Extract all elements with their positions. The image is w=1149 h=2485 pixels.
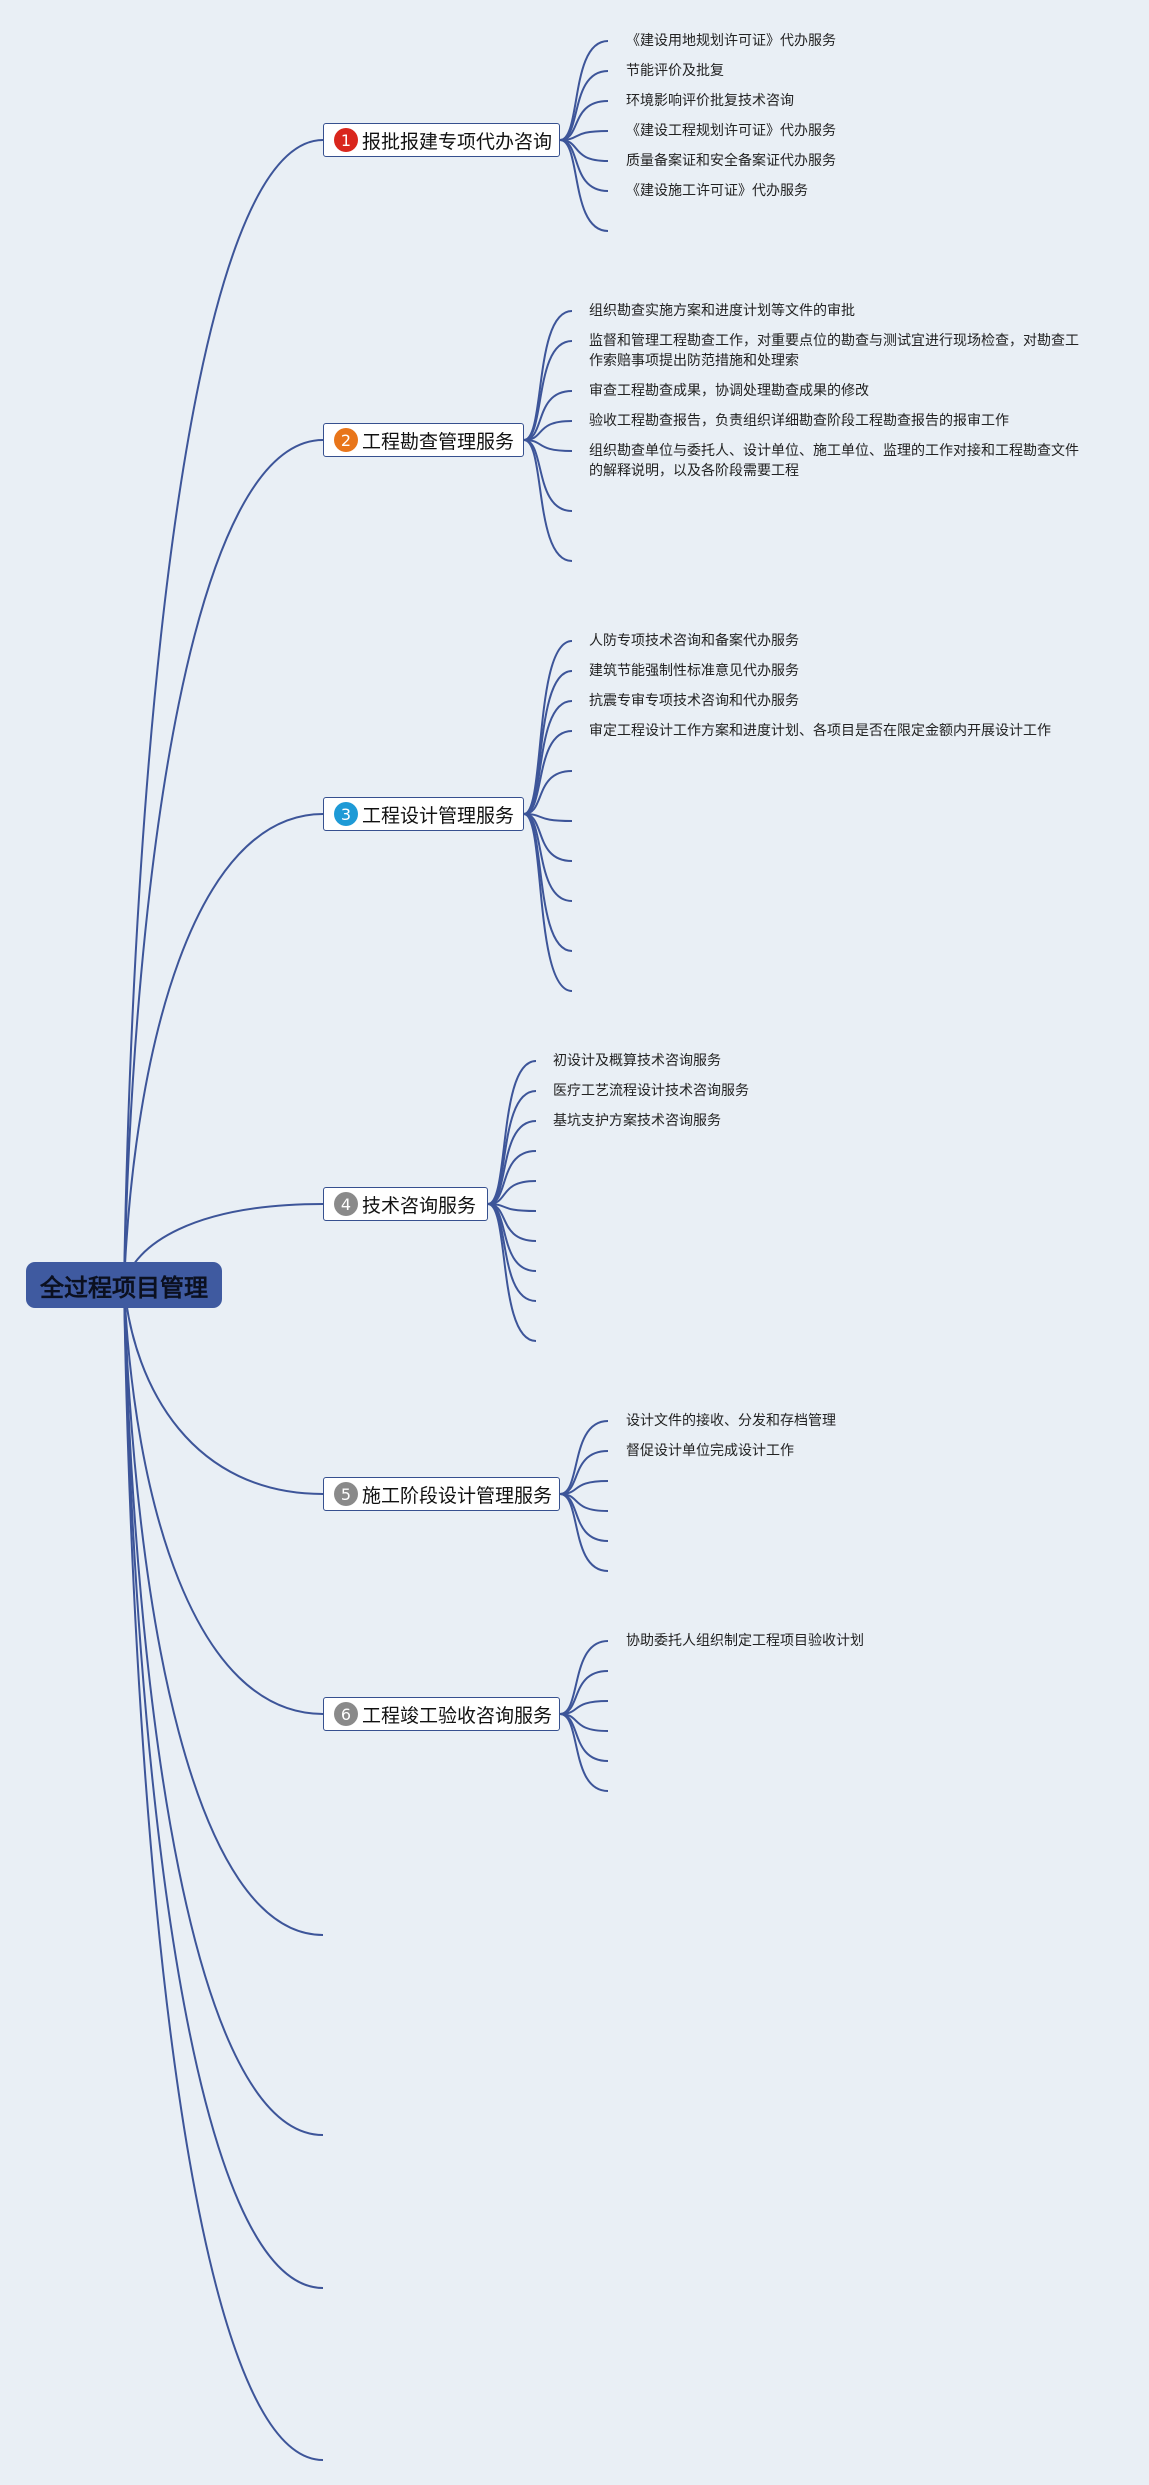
branch-node-2[interactable]: 2 工程勘查管理服务 — [323, 423, 524, 457]
leaf-item: 医疗工艺流程设计技术咨询服务 — [553, 1083, 749, 1099]
leaf-connector-line — [523, 340, 573, 441]
leaf-connector-line — [559, 1713, 609, 1792]
leaf-connector-line — [523, 700, 573, 815]
root-connector-line — [123, 1284, 324, 2136]
leaf-item: 组织勘查实施方案和进度计划等文件的审批 — [589, 303, 855, 319]
leaf-item: 审定工程设计工作方案和进度计划、各项目是否在限定金额内开展设计工作 — [589, 723, 1051, 739]
leaf-connector-line — [487, 1120, 537, 1205]
branch-label: 报批报建专项代办咨询 — [362, 130, 553, 153]
branch-node-4[interactable]: 4 技术咨询服务 — [323, 1187, 488, 1221]
leaf-connector-line — [523, 813, 573, 992]
branch-node-1[interactable]: 1 报批报建专项代办咨询 — [323, 123, 560, 157]
leaf-item: 质量备案证和安全备案证代办服务 — [626, 153, 836, 169]
leaf-item: 人防专项技术咨询和备案代办服务 — [589, 633, 799, 649]
leaf-item: 节能评价及批复 — [626, 63, 724, 79]
leaf-connector-line — [559, 1670, 609, 1715]
leaf-connector-line — [523, 730, 573, 815]
leaf-connector-line — [523, 439, 573, 562]
leaf-connector-line — [523, 670, 573, 815]
branch-label: 工程设计管理服务 — [362, 804, 515, 827]
number-badge: 3 — [334, 802, 358, 826]
root-label: 全过程项目管理 — [40, 1273, 208, 1302]
leaf-item: 抗震专审专项技术咨询和代办服务 — [589, 693, 799, 709]
leaf-item: 组织勘查单位与委托人、设计单位、施工单位、监理的工作对接和工程勘查文件的解释说明… — [589, 443, 1079, 479]
branch-node-3[interactable]: 3 工程设计管理服务 — [323, 797, 524, 831]
leaf-connector-line — [559, 139, 609, 232]
leaf-item: 督促设计单位完成设计工作 — [626, 1443, 794, 1459]
root-connector-line — [123, 1284, 324, 1936]
leaf-connector-line — [559, 70, 609, 141]
leaf-connector-line — [559, 40, 609, 141]
branch-label: 工程竣工验收咨询服务 — [362, 1704, 553, 1727]
root-connector-line — [123, 813, 324, 1286]
root-connector-line — [123, 1284, 324, 1715]
leaf-connector-line — [523, 390, 573, 441]
number-badge: 1 — [334, 128, 358, 152]
leaf-connector-line — [523, 770, 573, 815]
leaf-connector-line — [487, 1150, 537, 1205]
number-badge: 5 — [334, 1482, 358, 1506]
leaf-item: 监督和管理工程勘查工作，对重要点位的勘查与测试宜进行现场检查，对勘查工作索赔事项… — [589, 333, 1079, 369]
leaf-item: 设计文件的接收、分发和存档管理 — [626, 1413, 836, 1429]
leaf-connector-line — [487, 1203, 537, 1272]
leaf-item: 基坑支护方案技术咨询服务 — [553, 1113, 721, 1129]
branch-label: 技术咨询服务 — [362, 1194, 477, 1217]
root-node[interactable]: 全过程项目管理 — [26, 1262, 222, 1308]
branch-label: 工程勘查管理服务 — [362, 430, 515, 453]
leaf-connector-line — [487, 1203, 537, 1302]
leaf-item: 建筑节能强制性标准意见代办服务 — [589, 663, 799, 679]
root-connector-line — [123, 1284, 324, 2461]
branch-node-6[interactable]: 6 工程竣工验收咨询服务 — [323, 1697, 560, 1731]
leaf-connector-line — [487, 1060, 537, 1205]
leaf-item: 初设计及概算技术咨询服务 — [553, 1053, 721, 1069]
leaf-connector-line — [559, 1450, 609, 1495]
leaf-item: 《建设施工许可证》代办服务 — [626, 183, 808, 199]
leaf-connector-line — [559, 1713, 609, 1762]
leaf-connector-line — [523, 813, 573, 902]
leaf-connector-line — [559, 1420, 609, 1495]
leaf-connector-line — [487, 1203, 537, 1342]
number-badge: 4 — [334, 1192, 358, 1216]
number-badge: 6 — [334, 1702, 358, 1726]
number-badge: 2 — [334, 428, 358, 452]
root-connector-line — [123, 139, 324, 1286]
root-connector-line — [123, 1284, 324, 1495]
branch-label: 施工阶段设计管理服务 — [362, 1484, 553, 1507]
root-connector-line — [123, 439, 324, 1286]
root-connector-line — [123, 1284, 324, 2289]
leaf-item: 《建设工程规划许可证》代办服务 — [626, 123, 836, 139]
leaf-item: 环境影响评价批复技术咨询 — [626, 93, 794, 109]
leaf-connector-line — [559, 139, 609, 192]
leaf-connector-line — [559, 1640, 609, 1715]
leaf-connector-line — [559, 1493, 609, 1572]
leaf-connector-line — [523, 439, 573, 452]
leaf-item: 审查工程勘查成果，协调处理勘查成果的修改 — [589, 383, 869, 399]
branch-node-5[interactable]: 5 施工阶段设计管理服务 — [323, 1477, 560, 1511]
leaf-item: 验收工程勘查报告，负责组织详细勘查阶段工程勘查报告的报审工作 — [589, 413, 1009, 429]
leaf-item: 协助委托人组织制定工程项目验收计划 — [626, 1633, 864, 1649]
leaf-item: 《建设用地规划许可证》代办服务 — [626, 33, 836, 49]
leaf-connector-line — [559, 1493, 609, 1542]
